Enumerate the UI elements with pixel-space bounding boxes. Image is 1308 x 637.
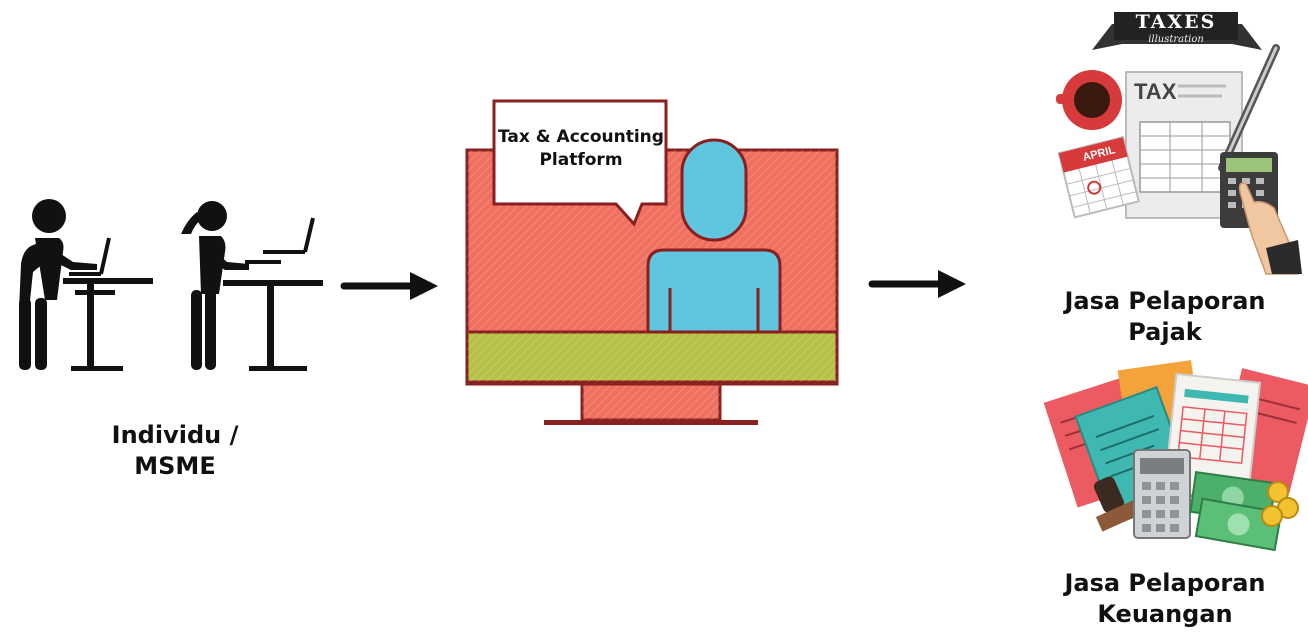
service2-line1: Jasa Pelaporan	[1064, 569, 1266, 597]
desktop-monitor-icon	[464, 98, 844, 428]
left-group-label: Individu / MSME	[90, 420, 260, 482]
financial-documents-icon	[1043, 358, 1308, 552]
arrow-right-icon	[340, 270, 440, 302]
bubble-line2: Platform	[539, 149, 623, 170]
left-label-line1: Individu /	[111, 421, 239, 449]
tax-banner-text: TAXES	[1135, 11, 1217, 33]
tax-documents-icon	[1052, 4, 1302, 276]
tax-doc-title: TAX	[1134, 79, 1177, 104]
bubble-line1: Tax & Accounting	[498, 127, 664, 147]
service2-line2: Keuangan	[1097, 600, 1233, 629]
arrow-right-icon	[868, 268, 968, 300]
platform-bubble-text: Tax & Accounting Platform	[496, 126, 666, 172]
tax-banner-subtext: illustration	[1148, 34, 1204, 45]
service-finance-label: Jasa Pelaporan Keuangan	[1040, 568, 1290, 630]
people-at-standing-desks-icon	[5, 190, 325, 380]
service1-line2: Pajak	[1128, 318, 1202, 347]
left-label-line2: MSME	[134, 452, 216, 481]
service-tax-label: Jasa Pelaporan Pajak	[1040, 286, 1290, 348]
service1-line1: Jasa Pelaporan	[1064, 287, 1266, 315]
